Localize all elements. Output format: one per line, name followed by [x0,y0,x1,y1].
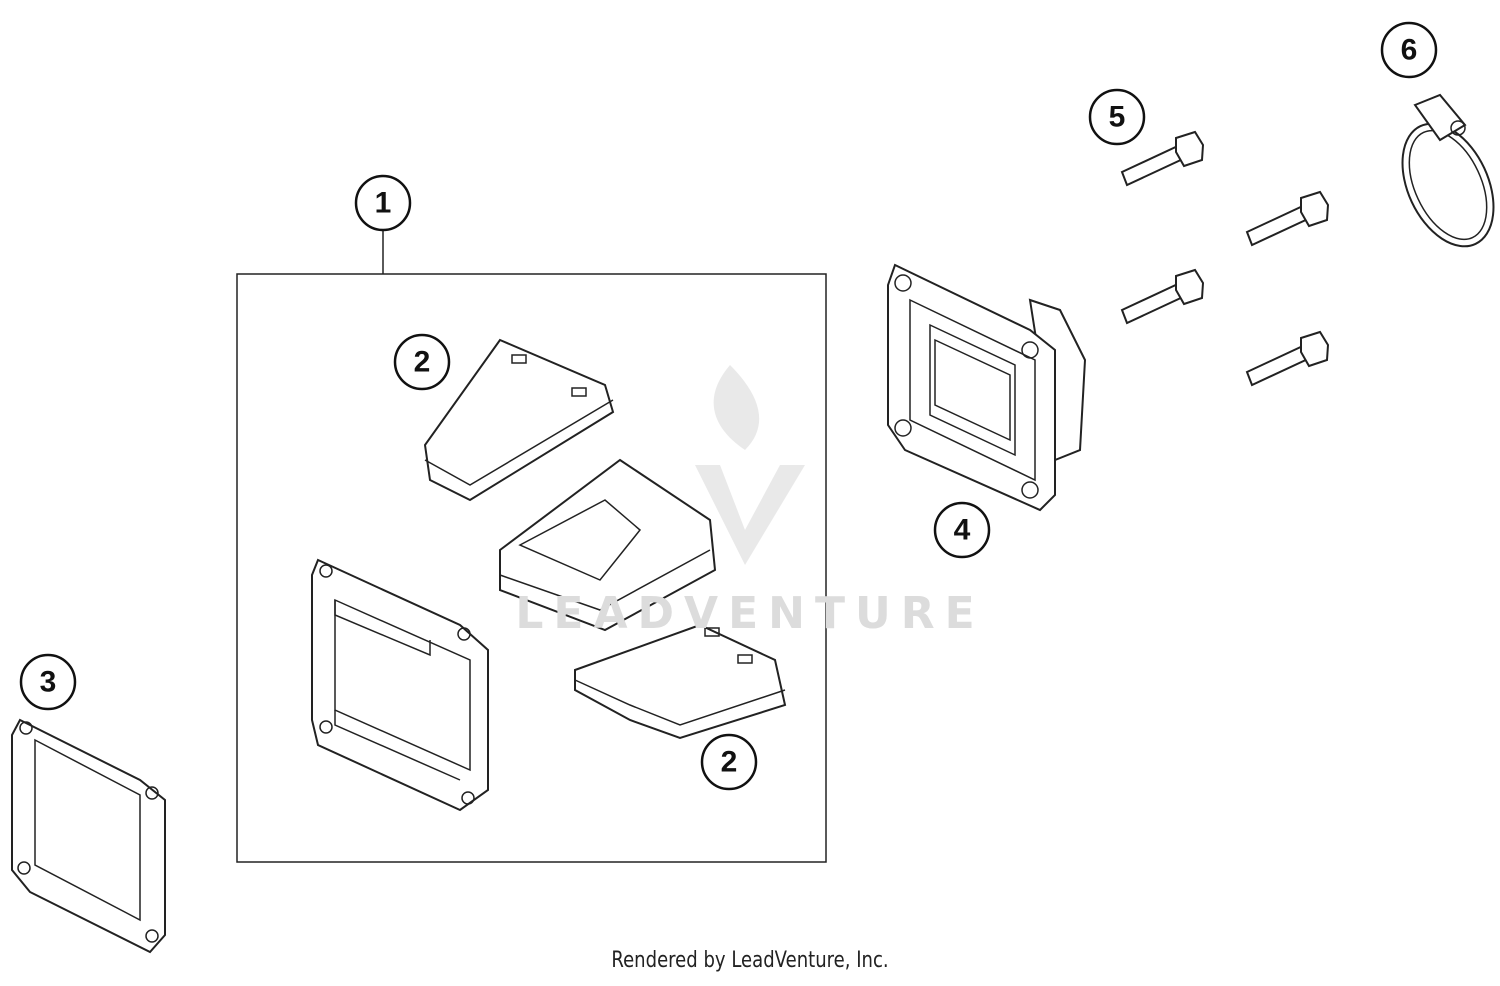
svg-text:4: 4 [954,514,971,547]
callout-5[interactable]: 5 [1088,88,1146,146]
svg-text:2: 2 [721,746,738,779]
svg-text:5: 5 [1109,101,1126,134]
footer-credit: Rendered by LeadVenture, Inc. [611,948,889,973]
hose-clamp-part[interactable] [1384,93,1500,261]
callout-3[interactable]: 3 [19,653,77,711]
svg-text:6: 6 [1401,34,1418,67]
gasket-part[interactable] [11,718,166,954]
reed-petal-lower[interactable] [574,623,787,740]
callout-4[interactable]: 4 [933,501,991,559]
watermark-text: LEADVENTURE [515,588,984,639]
bolt [1120,268,1205,325]
svg-text:2: 2 [414,346,431,379]
callout-1[interactable]: 1 [354,174,412,232]
reed-cage-frame[interactable] [311,558,489,812]
intake-flange-part[interactable] [887,263,1087,512]
bolt [1120,130,1205,187]
svg-text:1: 1 [375,187,392,220]
callout-6[interactable]: 6 [1380,21,1438,79]
bolt [1245,330,1330,387]
callout-2-upper[interactable]: 2 [393,333,451,391]
reed-block[interactable] [499,458,717,632]
bolts-part[interactable] [1120,130,1330,387]
svg-text:3: 3 [40,666,57,699]
reed-petal-upper[interactable] [423,338,615,502]
kit-box [236,273,827,863]
callout-2-lower[interactable]: 2 [700,733,758,791]
watermark: LEADVENTURE [515,365,984,639]
bolt [1245,190,1330,247]
